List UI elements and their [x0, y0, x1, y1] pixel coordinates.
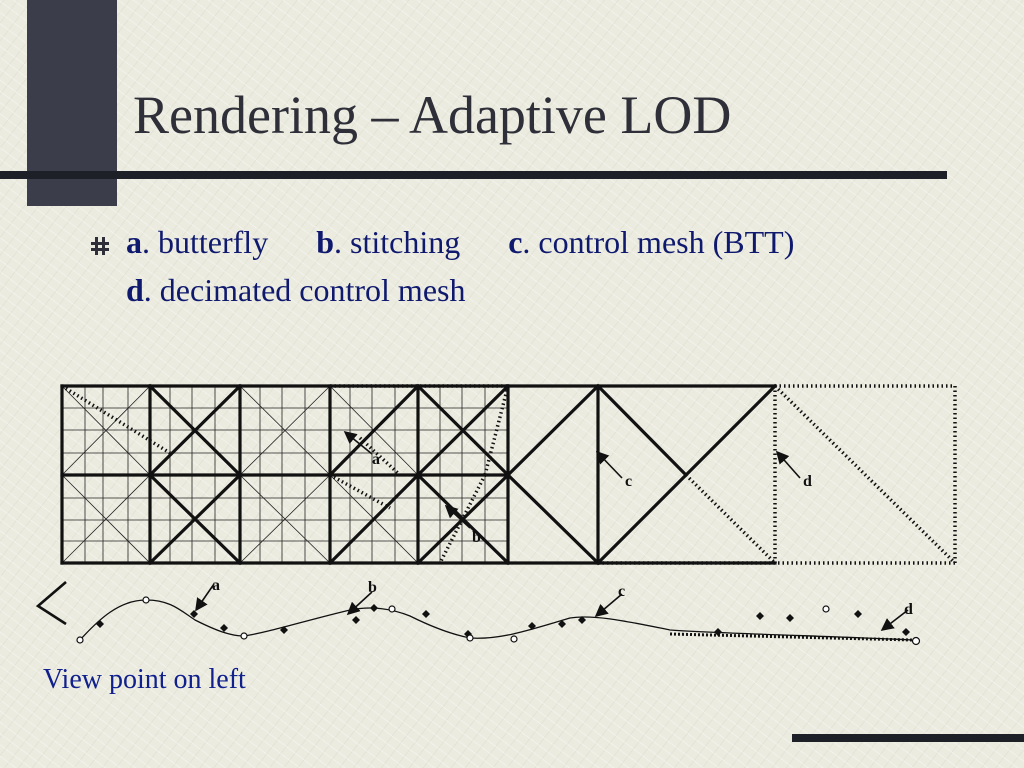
label-b: b: [316, 224, 334, 260]
mesh-diagram: [60, 383, 957, 566]
profile-label-d: d: [904, 601, 913, 618]
mesh-label-a: a: [372, 451, 380, 468]
title-rule: [0, 171, 947, 179]
mesh-label-b: b: [472, 529, 481, 546]
profile-label-c: c: [618, 583, 625, 600]
label-c-text: . control mesh (BTT): [522, 224, 795, 260]
viewpoint-icon: [35, 581, 67, 626]
label-a: a: [126, 224, 142, 260]
label-d-text: . decimated control mesh: [143, 272, 466, 308]
label-d: d: [126, 272, 144, 308]
slide-title: Rendering – Adaptive LOD: [133, 85, 732, 145]
label-c: c: [508, 224, 523, 260]
profile-label-a: a: [212, 577, 220, 594]
label-a-text: . butterfly: [142, 224, 269, 260]
mesh-label-c: c: [625, 473, 632, 490]
profile-diagram: [35, 581, 921, 646]
mesh-label-d: d: [803, 473, 812, 490]
adaptive-lod-figure: a b c d: [35, 383, 957, 646]
profile-label-b: b: [368, 579, 377, 596]
bullet-line-1: a. butterfly b. stitching c. control mesh …: [126, 224, 794, 261]
bullet-line-2: d. decimated control mesh: [126, 272, 465, 309]
caption: View point on left: [43, 664, 246, 695]
hash-bullet-icon: [91, 237, 109, 255]
footer-rule: [792, 734, 1024, 742]
label-b-text: . stitching: [333, 224, 461, 260]
